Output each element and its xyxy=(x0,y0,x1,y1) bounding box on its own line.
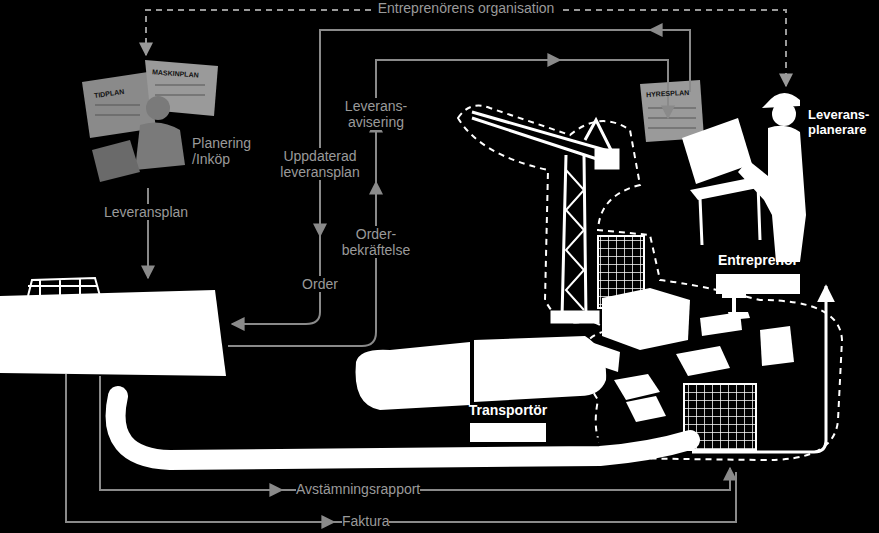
flow-label: Faktura xyxy=(342,513,389,529)
supplier-building xyxy=(0,290,226,376)
crane xyxy=(472,112,618,322)
actor-node: Entreprenör xyxy=(712,250,804,298)
actor-node: Leverans- planerare xyxy=(636,78,876,266)
flow-label: Avstämningsrapport xyxy=(296,481,420,497)
dashed-connector xyxy=(146,10,786,86)
flow-label: Leverans- avisering xyxy=(345,98,407,130)
flow-label: Order- bekräftelse xyxy=(342,226,410,258)
flow-label: Uppdaterad leveransplan xyxy=(280,148,359,180)
actor-label: Leverans- planerare xyxy=(808,108,869,138)
actor-node: Transportör xyxy=(466,402,550,444)
flow-label: Leveransplan xyxy=(104,204,188,220)
flow-label: Order xyxy=(302,276,338,292)
hyresplan-paper xyxy=(640,80,704,142)
planner-figure xyxy=(682,93,806,262)
actor-label: Entreprenör xyxy=(718,252,798,268)
laptop xyxy=(92,140,140,182)
label-box xyxy=(716,274,800,294)
actor-label: Transportör xyxy=(469,402,548,418)
truck xyxy=(356,336,621,410)
actor-label: Planering /Inköp xyxy=(192,135,251,167)
label-box xyxy=(470,423,546,442)
edge-label: Entreprenörens organisation xyxy=(374,0,559,16)
